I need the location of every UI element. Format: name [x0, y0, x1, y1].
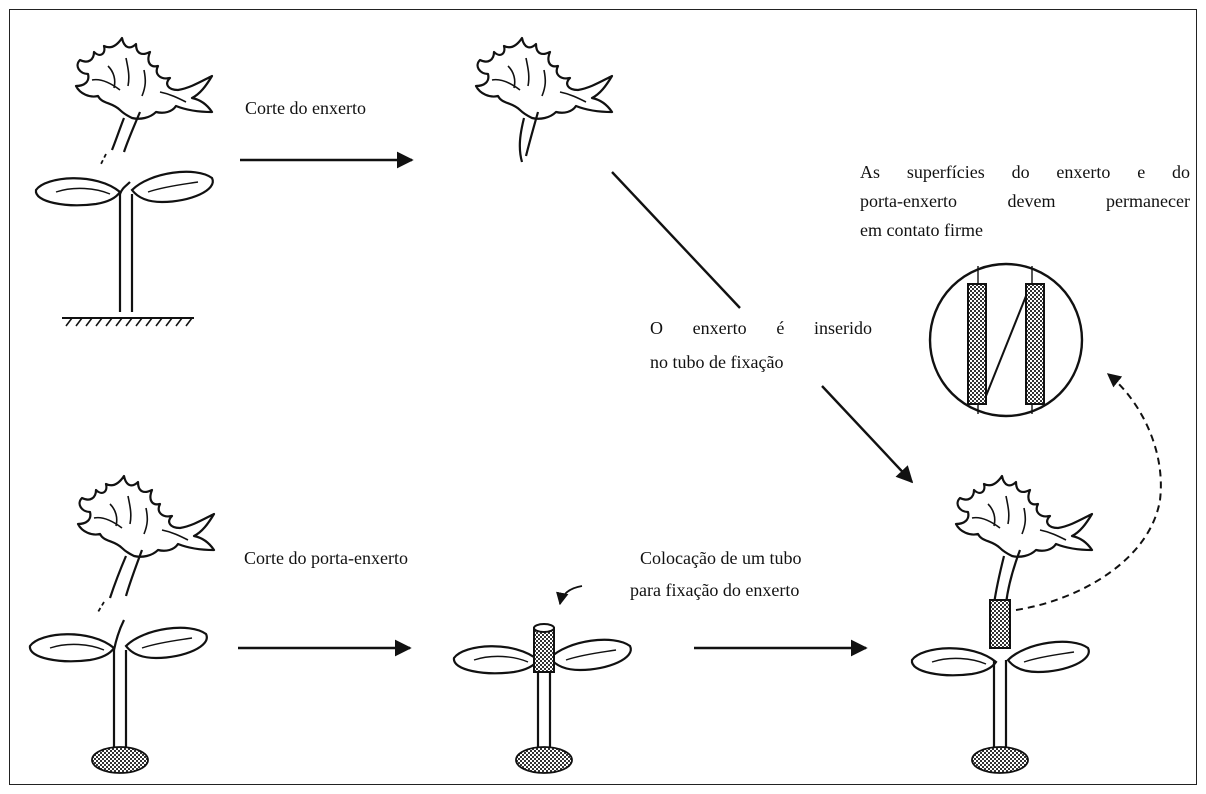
- root-ball: [91, 746, 149, 774]
- grafted-plant: [910, 474, 1094, 774]
- label-insert-line1: O enxerto é inserido: [650, 318, 872, 338]
- arrow-insert: [821, 385, 914, 484]
- label-cut-rootstock: Corte do porta-enxerto: [244, 548, 408, 568]
- insert-line: [611, 171, 741, 309]
- scion-foliage: [74, 36, 214, 120]
- rootstock-source-plant: [28, 474, 216, 774]
- soil-hatch: [65, 317, 193, 327]
- scion-source-plant: [34, 36, 214, 327]
- arrow-tube-pointer: [556, 585, 583, 606]
- cut-scion: [474, 36, 614, 163]
- label-insert-line2: no tubo de fixação: [650, 352, 784, 372]
- label-tube-line2: para fixação do enxerto: [630, 580, 800, 600]
- label-contact-line3: em contato firme: [860, 220, 983, 240]
- label-tube-line1: Colocação de um tubo: [640, 548, 802, 568]
- rootstock-with-tube: [452, 585, 632, 774]
- contact-detail-circle: [928, 262, 1084, 418]
- label-contact-line1: As superfícies do enxerto e do: [860, 162, 1190, 182]
- diagram-border: [9, 9, 1197, 785]
- fixation-tube: [989, 599, 1011, 649]
- label-contact-line2: porta-enxerto devem permanecer: [860, 191, 1190, 211]
- arrow-detail: [1015, 373, 1162, 611]
- label-cut-scion: Corte do enxerto: [245, 98, 366, 118]
